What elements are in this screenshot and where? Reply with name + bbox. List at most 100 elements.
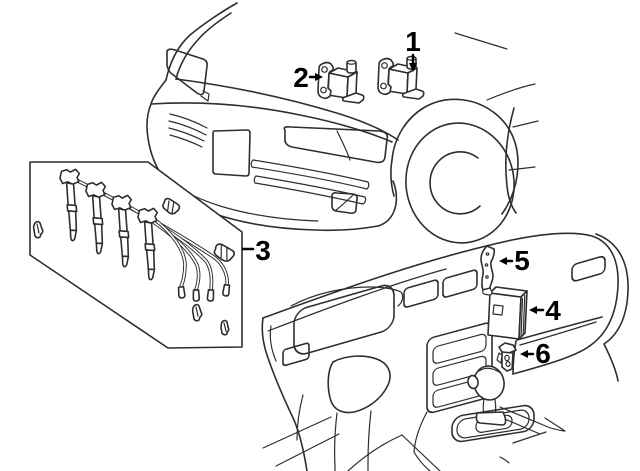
body-side-arc — [505, 107, 517, 214]
instrument-cluster — [293, 284, 395, 355]
hood-left-edge — [150, 79, 167, 105]
center-stack-frame — [426, 322, 493, 414]
lower-grille-slat-1a — [252, 159, 369, 183]
fog-light — [331, 192, 358, 214]
wire-clip-left — [32, 220, 44, 239]
lower-grille-slat-2b — [254, 182, 364, 205]
wheel-rim — [429, 151, 481, 215]
column-line-right — [367, 410, 372, 471]
knee-trim-line-3 — [296, 394, 304, 441]
callout-3-number[interactable]: 3 — [255, 235, 271, 266]
steering-column-shroud — [327, 355, 391, 414]
cluster-brow-line — [290, 286, 404, 307]
hood-front-edge — [150, 102, 393, 143]
headlight-left — [166, 48, 208, 96]
license-plate — [212, 129, 251, 177]
wire-set-box — [29, 161, 243, 349]
callout-2-number[interactable]: 2 — [293, 62, 309, 93]
dash-right-speaker-vent — [571, 255, 606, 282]
center-stack-slot-1 — [432, 333, 487, 364]
dashboard-interior — [261, 232, 629, 471]
shift-knob-button — [467, 374, 479, 390]
callout-1-number[interactable]: 1 — [405, 26, 421, 57]
console-right-line-4 — [499, 456, 510, 464]
wire-terminal-3 — [192, 289, 201, 302]
shift-boot-base — [475, 411, 507, 426]
fog-light-divider — [334, 194, 354, 212]
engine-control-module[interactable] — [487, 286, 528, 340]
callout-3[interactable]: 3 — [241, 235, 271, 266]
ecu-front-face — [487, 292, 522, 340]
gear-shifter — [451, 365, 535, 443]
ecu-label-square — [492, 304, 504, 316]
ignition-coil-2[interactable] — [317, 59, 365, 104]
callout-5[interactable]: 5 — [499, 245, 530, 276]
ecu-bracket-upper[interactable] — [480, 245, 496, 296]
floor-line-1 — [401, 434, 441, 471]
dash-top-seam — [267, 268, 447, 332]
tire — [405, 122, 515, 244]
car-front-exterior — [146, 2, 539, 244]
dash-bottom-right-line — [544, 417, 566, 432]
door-line-1 — [486, 83, 536, 101]
wire-clip-bottom-2 — [220, 319, 230, 336]
wire-terminals — [177, 283, 231, 302]
callout-4-number[interactable]: 4 — [545, 295, 561, 326]
lower-grille-slat-2-caps — [253, 175, 367, 205]
glovebox-inner-line — [519, 321, 597, 346]
lower-grille-slat-1b — [251, 166, 368, 190]
bracket5-hole-2 — [484, 263, 489, 267]
callout-4[interactable]: 4 — [529, 295, 561, 326]
console-left-edge — [413, 411, 431, 471]
headlight-left-notch — [200, 90, 210, 102]
dash-right-outer-edge — [595, 233, 629, 382]
center-vent-left — [403, 279, 439, 308]
callout-1[interactable]: 1 — [405, 26, 421, 72]
callout-4-arrowhead — [529, 306, 537, 314]
callout-6-number[interactable]: 6 — [535, 338, 551, 369]
wire-clip-right — [213, 243, 235, 262]
dash-left-vent — [282, 342, 310, 367]
center-stack — [426, 322, 493, 414]
callout-1-arrowhead — [409, 63, 417, 72]
dash-top-outline — [262, 232, 619, 375]
shift-shaft-left — [482, 398, 485, 415]
hood-crease-line — [175, 78, 399, 141]
a-pillar-inner-line — [175, 12, 232, 80]
spark-plug-wire-set[interactable] — [29, 161, 243, 349]
bracket5-hole-1 — [485, 252, 490, 256]
callout-5-number[interactable]: 5 — [514, 245, 530, 276]
lower-grille-slat-1-caps — [250, 159, 370, 190]
wire-clip-bottom-1 — [191, 303, 203, 322]
callout-2[interactable]: 2 — [293, 62, 323, 93]
center-vent-right — [442, 269, 478, 298]
callout-6[interactable]: 6 — [520, 338, 551, 369]
grille-slat-1 — [169, 113, 208, 129]
hood-gap-line — [454, 32, 508, 50]
fender-front-lower — [390, 159, 395, 197]
bracket6-tab — [496, 352, 503, 364]
callout-6-arrowhead — [520, 350, 528, 358]
wire-terminal-4 — [177, 285, 186, 299]
grille-slat-4 — [169, 134, 203, 148]
wire-clips — [32, 197, 235, 336]
grille-slat-3 — [168, 127, 205, 142]
ecu-bracket-lower[interactable] — [496, 342, 517, 372]
a-pillar-outer-line — [165, 2, 238, 81]
bracket5-foot — [482, 287, 493, 296]
bracket6-hole-1 — [504, 354, 510, 362]
bracket6-hole-2 — [505, 361, 511, 368]
glovebox-left-edge — [512, 340, 517, 375]
wire-terminal-1 — [222, 283, 231, 297]
ignition-coil-1[interactable] — [377, 55, 425, 100]
headlight-right — [283, 126, 389, 164]
console-right-line-3 — [512, 431, 547, 444]
door-line-3 — [508, 166, 536, 171]
ecu-connector-ribs — [520, 294, 526, 339]
glovebox-top-edge — [516, 316, 603, 341]
column-line-left — [334, 412, 338, 471]
console-right-line-1 — [499, 406, 565, 432]
callout-2-arrowhead — [315, 73, 323, 81]
